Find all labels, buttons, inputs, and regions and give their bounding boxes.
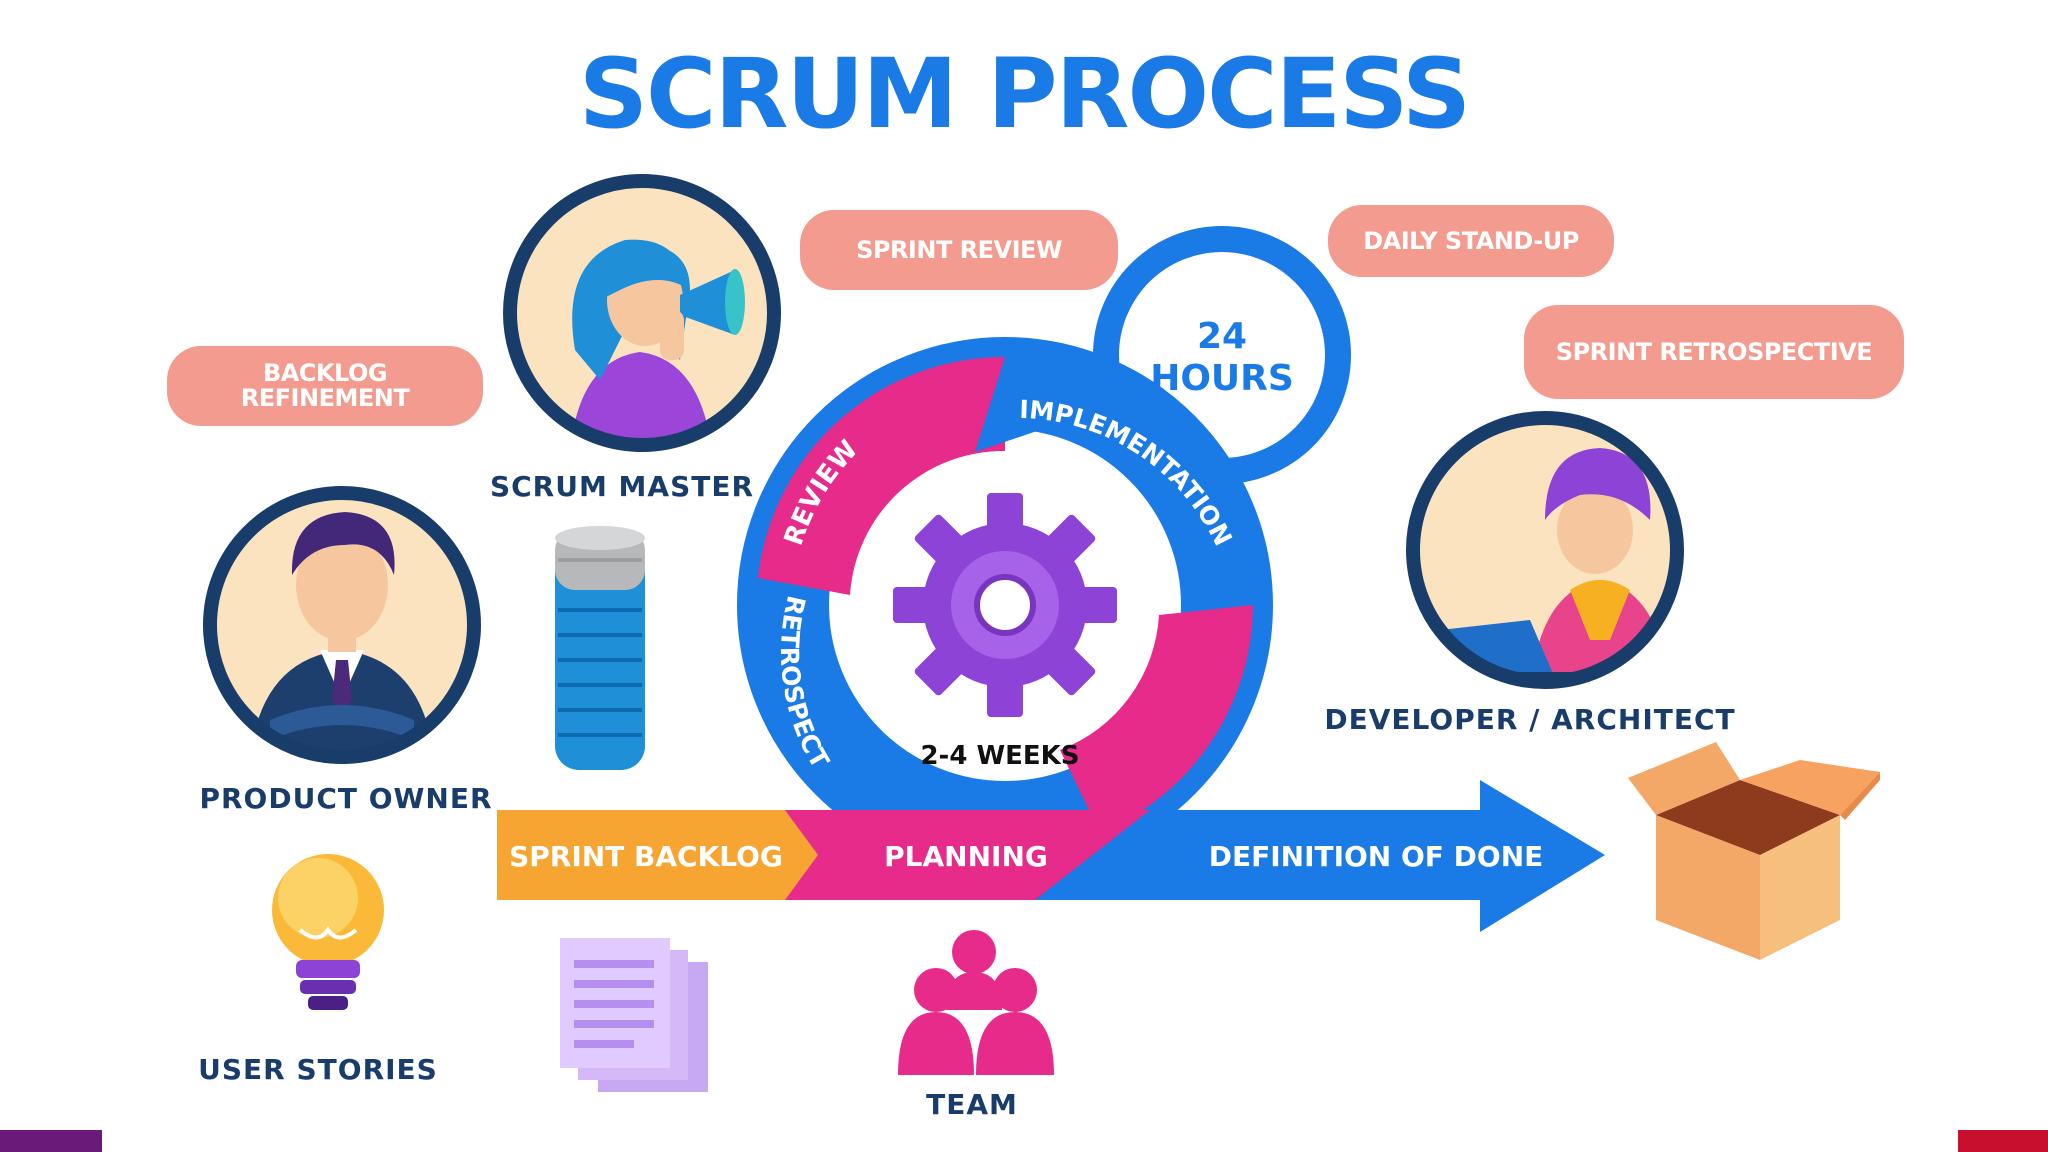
daily-cycle-number: 24: [1197, 316, 1247, 357]
daily-standup-label: DAILY STAND-UP: [1363, 226, 1579, 255]
sprint-retrospective-pill: SPRINT RETROSPECTIVE: [1524, 305, 1904, 399]
team-icon: [898, 930, 1054, 1075]
backlog-refinement-label-1: BACKLOG: [262, 359, 388, 387]
lightbulb-icon: [272, 854, 384, 1010]
planning-label: PLANNING: [884, 840, 1048, 873]
product-owner-label: PRODUCT OWNER: [199, 782, 493, 815]
process-arrow: SPRINT BACKLOG PLANNING DEFINITION OF DO…: [497, 780, 1605, 932]
developer-label: DEVELOPER / ARCHITECT: [1324, 703, 1736, 736]
product-backlog-stack-icon: [555, 526, 645, 770]
definition-of-done-label: DEFINITION OF DONE: [1209, 840, 1544, 873]
sprint-retrospective-label: SPRINT RETROSPECTIVE: [1555, 337, 1873, 366]
team-label: TEAM: [926, 1088, 1018, 1121]
corner-accent-left: [0, 1130, 102, 1152]
backlog-refinement-label-2: REFINEMENT: [240, 384, 410, 412]
backlog-refinement-pill: BACKLOG REFINEMENT: [167, 346, 483, 426]
documents-icon: [560, 938, 708, 1092]
corner-accent-right: [1958, 1130, 2048, 1152]
scrum-master-label: SCRUM MASTER: [489, 470, 755, 503]
page-title: SCRUM PROCESS: [578, 38, 1471, 150]
sprint-review-pill: SPRINT REVIEW: [800, 210, 1118, 290]
sprint-backlog-label: SPRINT BACKLOG: [509, 840, 783, 873]
developer-avatar: [1406, 411, 1684, 689]
sprint-review-label: SPRINT REVIEW: [856, 235, 1062, 264]
increment-box-icon: [1628, 742, 1880, 960]
scrum-master-avatar: [503, 174, 781, 452]
user-stories-label: USER STORIES: [198, 1053, 438, 1086]
daily-standup-pill: DAILY STAND-UP: [1328, 205, 1614, 277]
sprint-duration-label: 2-4 WEEKS: [920, 741, 1079, 771]
daily-cycle-unit: HOURS: [1150, 358, 1294, 399]
product-owner-avatar: [203, 486, 481, 764]
gear-icon: [893, 493, 1117, 717]
